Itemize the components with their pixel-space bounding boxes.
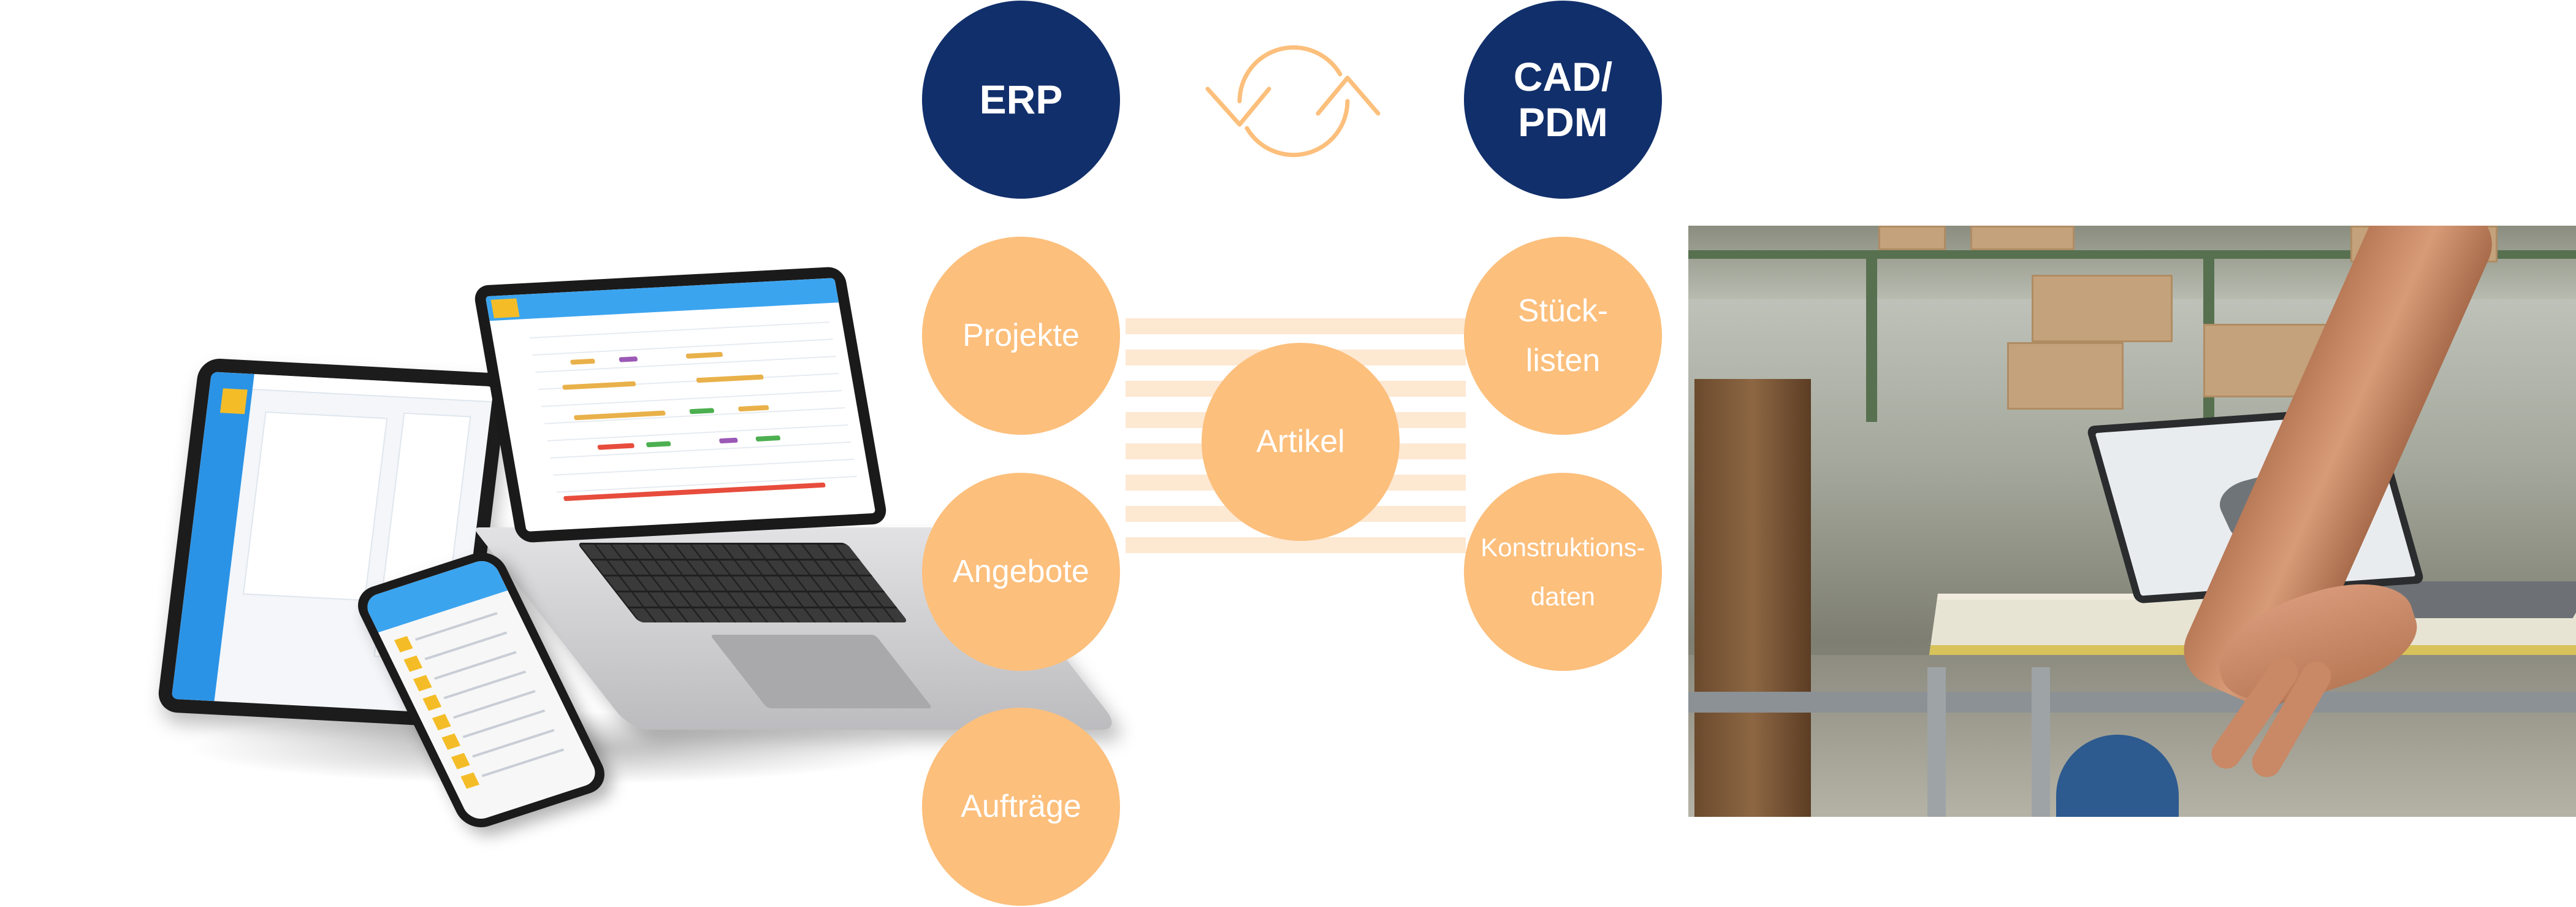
- tablet-form-panel: [242, 411, 388, 601]
- projekte-circle: Projekte: [922, 237, 1120, 435]
- photo-rail: [1688, 692, 2576, 713]
- photo-box: [2032, 275, 2173, 342]
- photo-box: [2007, 342, 2124, 410]
- angebote-label: Angebote: [953, 554, 1089, 590]
- laptop-app-header: [485, 278, 839, 321]
- photo-wood-stack: [1694, 379, 1811, 817]
- connector-stripe: [1126, 318, 1466, 334]
- photo-box: [1878, 226, 1946, 250]
- konstruktionsdaten-circle: Konstruktions- daten: [1464, 473, 1662, 671]
- photo-table-leg: [2032, 667, 2050, 817]
- photo-shelf: [1866, 250, 1877, 422]
- artikel-label: Artikel: [1256, 424, 1345, 460]
- tablet-app-logo: [219, 388, 248, 415]
- laptop-device: [472, 266, 889, 543]
- laptop-app-logo: [490, 298, 520, 318]
- photo-table-leg: [1927, 667, 1946, 817]
- photo-box: [1970, 226, 2075, 250]
- auftraege-label: Aufträge: [961, 789, 1081, 825]
- auftraege-circle: Aufträge: [922, 708, 1120, 906]
- tablet-sidebar: [171, 372, 254, 702]
- stuecklisten-label: Stück- listen: [1517, 293, 1609, 378]
- gantt-bar: [718, 437, 738, 444]
- laptop-screen: [485, 278, 876, 532]
- erp-circle: ERP: [922, 1, 1120, 199]
- stuecklisten-circle: Stück- listen: [1464, 237, 1662, 435]
- gantt-bar: [619, 356, 638, 362]
- konstruktionsdaten-label: Konstruktions- daten: [1480, 532, 1645, 611]
- erp-label: ERP: [979, 76, 1063, 122]
- sync-arrows-icon: [1205, 45, 1381, 158]
- devices-illustration: [0, 202, 1165, 840]
- tablet-toolbar: [252, 373, 494, 403]
- cad-pdm-circle: CAD/ PDM: [1464, 1, 1662, 199]
- workshop-photo: [1688, 226, 2576, 817]
- laptop-keyboard: [576, 543, 909, 622]
- projekte-label: Projekte: [962, 318, 1080, 354]
- cad-pdm-label: CAD/ PDM: [1513, 53, 1613, 145]
- laptop-trackpad: [709, 635, 933, 708]
- artikel-circle: Artikel: [1202, 343, 1400, 541]
- angebote-circle: Angebote: [922, 473, 1120, 671]
